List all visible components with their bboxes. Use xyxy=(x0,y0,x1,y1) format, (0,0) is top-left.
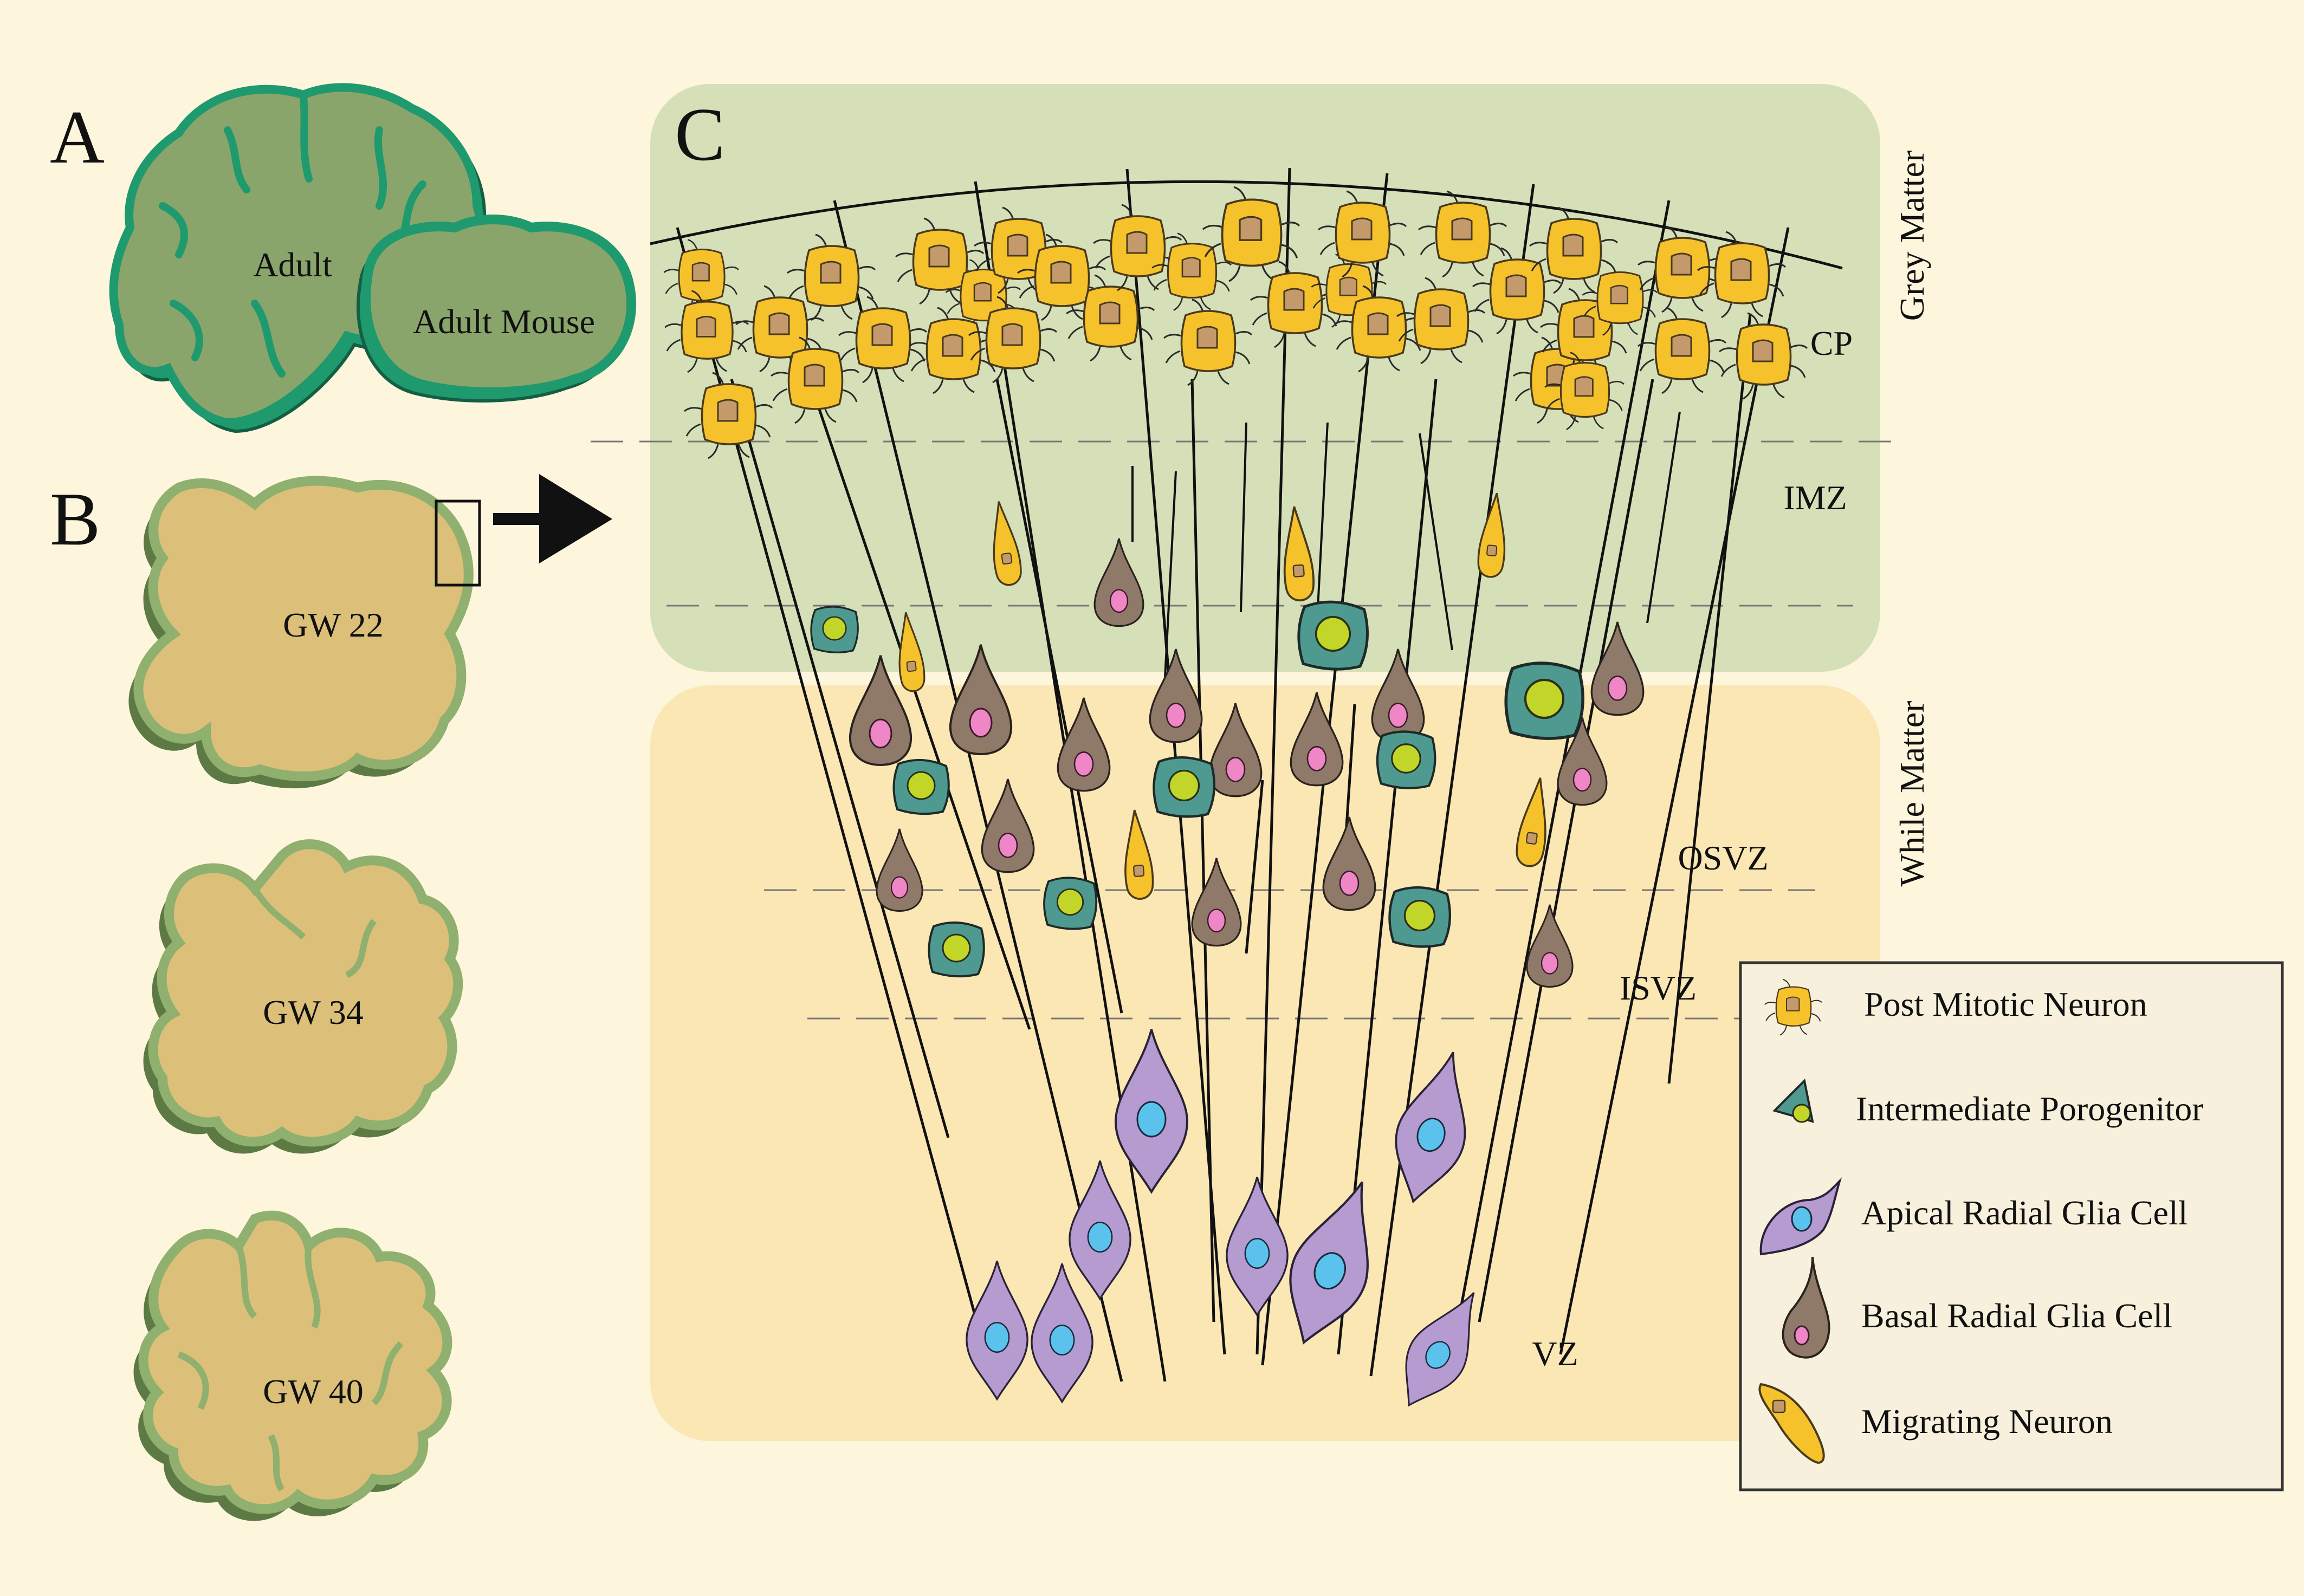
legend-label-apical-radial-glia: Apical Radial Glia Cell xyxy=(1861,1193,2188,1232)
gw40-label: GW 40 xyxy=(263,1372,363,1411)
panel-b-letter: B xyxy=(50,477,100,561)
vz-label: VZ xyxy=(1532,1334,1578,1373)
adult-human-brain: Adult xyxy=(109,83,490,433)
adult-mouse-brain: Adult Mouse xyxy=(356,215,637,403)
legend-label-post-mitotic-neuron: Post Mitotic Neuron xyxy=(1864,985,2147,1023)
panel-a-letter: A xyxy=(50,95,105,179)
apical-radial-glia-icon xyxy=(1759,1177,1842,1256)
legend-label-migrating-neuron: Migrating Neuron xyxy=(1861,1402,2113,1441)
imz-label: IMZ xyxy=(1783,478,1847,517)
cp-label: CP xyxy=(1810,324,1853,362)
zoom-arrow xyxy=(493,474,612,563)
pial-surface xyxy=(650,180,1843,270)
intermediate-progenitor-icon xyxy=(1772,1078,1814,1123)
white-matter-label: While Matter xyxy=(1893,701,1931,887)
panel-c-letter: C xyxy=(675,93,725,177)
legend: Post Mitotic Neuron Intermediate Porogen… xyxy=(1739,961,2284,1491)
brain-gw34: GW 34 xyxy=(143,839,463,1154)
zoom-box xyxy=(435,499,481,587)
gw22-label: GW 22 xyxy=(283,606,383,644)
grey-matter-label: Grey Matter xyxy=(1893,151,1931,321)
gw34-label: GW 34 xyxy=(263,993,363,1031)
panel-a: A Adult Adult Mouse xyxy=(50,83,637,433)
legend-label-intermediate-progenitor: Intermediate Porogenitor xyxy=(1856,1089,2204,1128)
migrating-neuron-icon xyxy=(1758,1383,1825,1464)
basal-radial-glia-cells xyxy=(849,411,1681,988)
adult-label: Adult xyxy=(253,245,332,284)
basal-radial-glia-icon xyxy=(1782,1256,1830,1359)
panel-c: C xyxy=(591,84,1931,1441)
brain-gw22: GW 22 xyxy=(128,476,481,789)
panel-b: B GW 22 GW 34 xyxy=(50,474,612,1521)
legend-box xyxy=(1739,961,2284,1491)
isvz-label: ISVZ xyxy=(1620,969,1697,1007)
brain-gw40: GW 40 xyxy=(133,1210,452,1521)
osvz-label: OSVZ xyxy=(1678,839,1768,877)
adult-mouse-label: Adult Mouse xyxy=(413,302,595,341)
legend-label-basal-radial-glia: Basal Radial Glia Cell xyxy=(1861,1296,2172,1335)
